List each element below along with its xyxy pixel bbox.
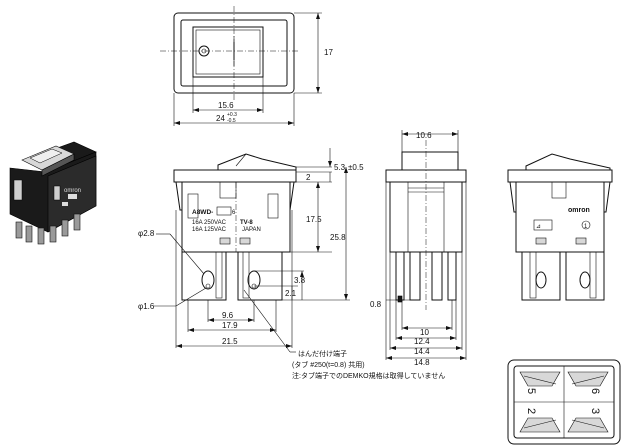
note-demko: 注:タブ端子でのDEMKO規格は取得していません: [292, 371, 445, 380]
dim-front-actuator: 5.3: [334, 163, 346, 172]
bottom-terminal-3: 3: [589, 408, 601, 414]
dim-side-actuator: 10.6: [416, 131, 432, 140]
note-tab: (タブ #250(t=0.8) 共用): [292, 360, 365, 369]
dim-front-step: 2: [306, 173, 311, 182]
front-rating-2: 16A 125VAC: [192, 227, 227, 233]
dim-front-pin-bottom: 2.1: [285, 289, 297, 298]
side-actuator: [401, 151, 459, 171]
dim-side-base: 12.4: [414, 337, 430, 346]
dim-front-body: 17.5: [306, 215, 322, 224]
front-cert-mark: TV-8: [240, 220, 253, 226]
dim-side-body: 14.4: [414, 347, 430, 356]
dim-side-overall: 14.8: [414, 358, 430, 367]
dim-top-tol-lower: -0.5: [227, 118, 236, 124]
bottom-tab-6: 6: [567, 371, 609, 394]
side-terminals: [395, 251, 457, 303]
bottom-terminal-5: 5: [525, 388, 537, 394]
rear-terminals: [521, 251, 605, 301]
rear-brand-label: omron: [568, 207, 590, 214]
front-actuator: [217, 153, 297, 173]
rear-view: omron ⊿ 1: [507, 153, 613, 301]
dim-front-hole-dia: φ2.8: [138, 229, 155, 238]
dim-top-height: 17: [324, 48, 333, 57]
dim-top-inner-width: 15.6: [218, 101, 234, 110]
dim-side-span: 10: [420, 328, 429, 337]
notes: はんだ付け端子 (タブ #250(t=0.8) 共用) 注:タブ端子でのDEMK…: [292, 349, 445, 380]
front-terminals: [181, 251, 283, 301]
front-model-label: A8WD-: [192, 209, 213, 216]
bottom-terminal-2: 2: [525, 408, 537, 414]
photo-brand-label: omron: [64, 188, 81, 194]
dim-side-plate: 0.8: [370, 300, 382, 309]
rear-cert-marks: ⊿: [536, 224, 541, 230]
product-photo: omron: [9, 141, 97, 245]
dim-front-pin-dia: φ1.6: [138, 302, 155, 311]
bottom-terminal-6: 6: [589, 388, 601, 394]
rear-terminal-1: 1: [584, 224, 588, 230]
front-rating-1: 16A 250VAC: [192, 220, 227, 226]
bottom-tab-2: 2: [519, 408, 561, 433]
photo-terminals: [15, 213, 81, 245]
top-view: 17 15.6 24 +0.3 -0.5: [160, 6, 333, 126]
bottom-view: 5 6 2 3: [507, 359, 621, 445]
dim-front-total: 25.8: [330, 233, 346, 242]
dim-top-outer-width: 24: [216, 114, 225, 123]
front-origin: JAPAN: [242, 227, 261, 233]
side-view: 10.6 0.8 10 12.4 14.4 14.8: [370, 130, 467, 367]
front-model-suffix: 6: [232, 210, 236, 216]
bottom-tab-5: 5: [519, 371, 561, 394]
dim-front-hole-bottom: 3.8: [294, 276, 306, 285]
dim-front-base: 17.9: [222, 321, 238, 330]
bottom-tab-3: 3: [567, 408, 609, 433]
dim-front-overall: 21.5: [222, 337, 238, 346]
note-solder-terminal: はんだ付け端子: [298, 349, 347, 358]
dim-front-actuator-tol: ±0.5: [348, 163, 364, 172]
dim-top-tol-upper: +0.3: [227, 112, 237, 118]
dim-front-pitch: 9.6: [222, 311, 234, 320]
top-view-rocker: [192, 26, 264, 78]
front-view: A8WD- 6 TV-8 16A 250VAC 16A 125VAC JAPAN…: [138, 148, 364, 353]
